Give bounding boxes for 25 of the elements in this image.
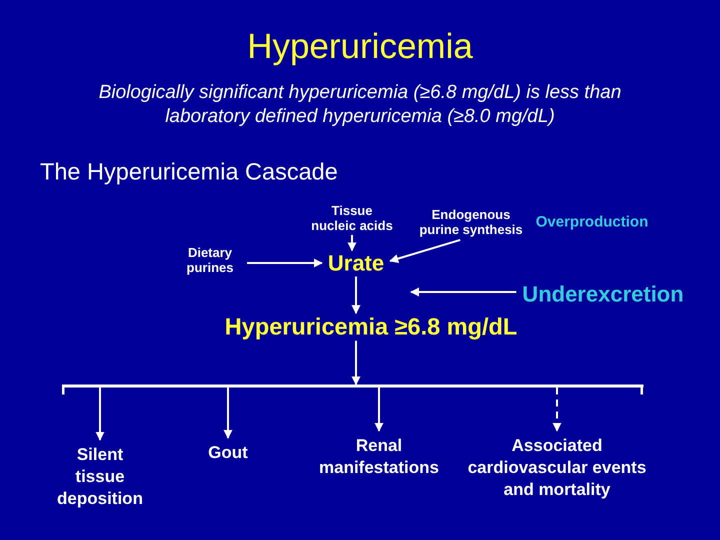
central-term: Urate [328,251,384,275]
distribution-bar [62,384,643,388]
outcome-text: Gout [208,442,248,464]
dashed-arrow [552,388,562,432]
subtitle: Biologically significant hyperuricemia (≥6.8 mg/dL) is less than laboratory defined hyperuricemia (≥8.0 mg/dL) [98,81,622,129]
outcome-text: Silent tissue deposition [52,444,148,510]
arrow [224,388,232,439]
arrow [389,238,460,263]
title: Hyperuricemia [247,26,473,68]
arrow [348,234,356,252]
arrow [352,276,360,314]
arrow [96,388,104,441]
condition-heading: Hyperuricemia ≥6.8 mg/dL [224,315,518,339]
outcome-text: Renal manifestations [313,434,445,480]
source-text: Dietary purines [179,246,241,276]
arrow [410,288,516,296]
arrow [247,258,323,268]
section-heading: The Hyperuricemia Cascade [40,158,338,186]
source-text: Endogenous purine synthesis [417,208,525,238]
side-label: Overproduction [536,213,648,231]
mechanism-text: Underexcretion [522,282,684,306]
source-text: Tissue nucleic acids [309,204,395,234]
arrow [374,388,384,432]
arrow [352,340,360,386]
outcome-text: Associated cardiovascular events and mortality [464,434,650,502]
